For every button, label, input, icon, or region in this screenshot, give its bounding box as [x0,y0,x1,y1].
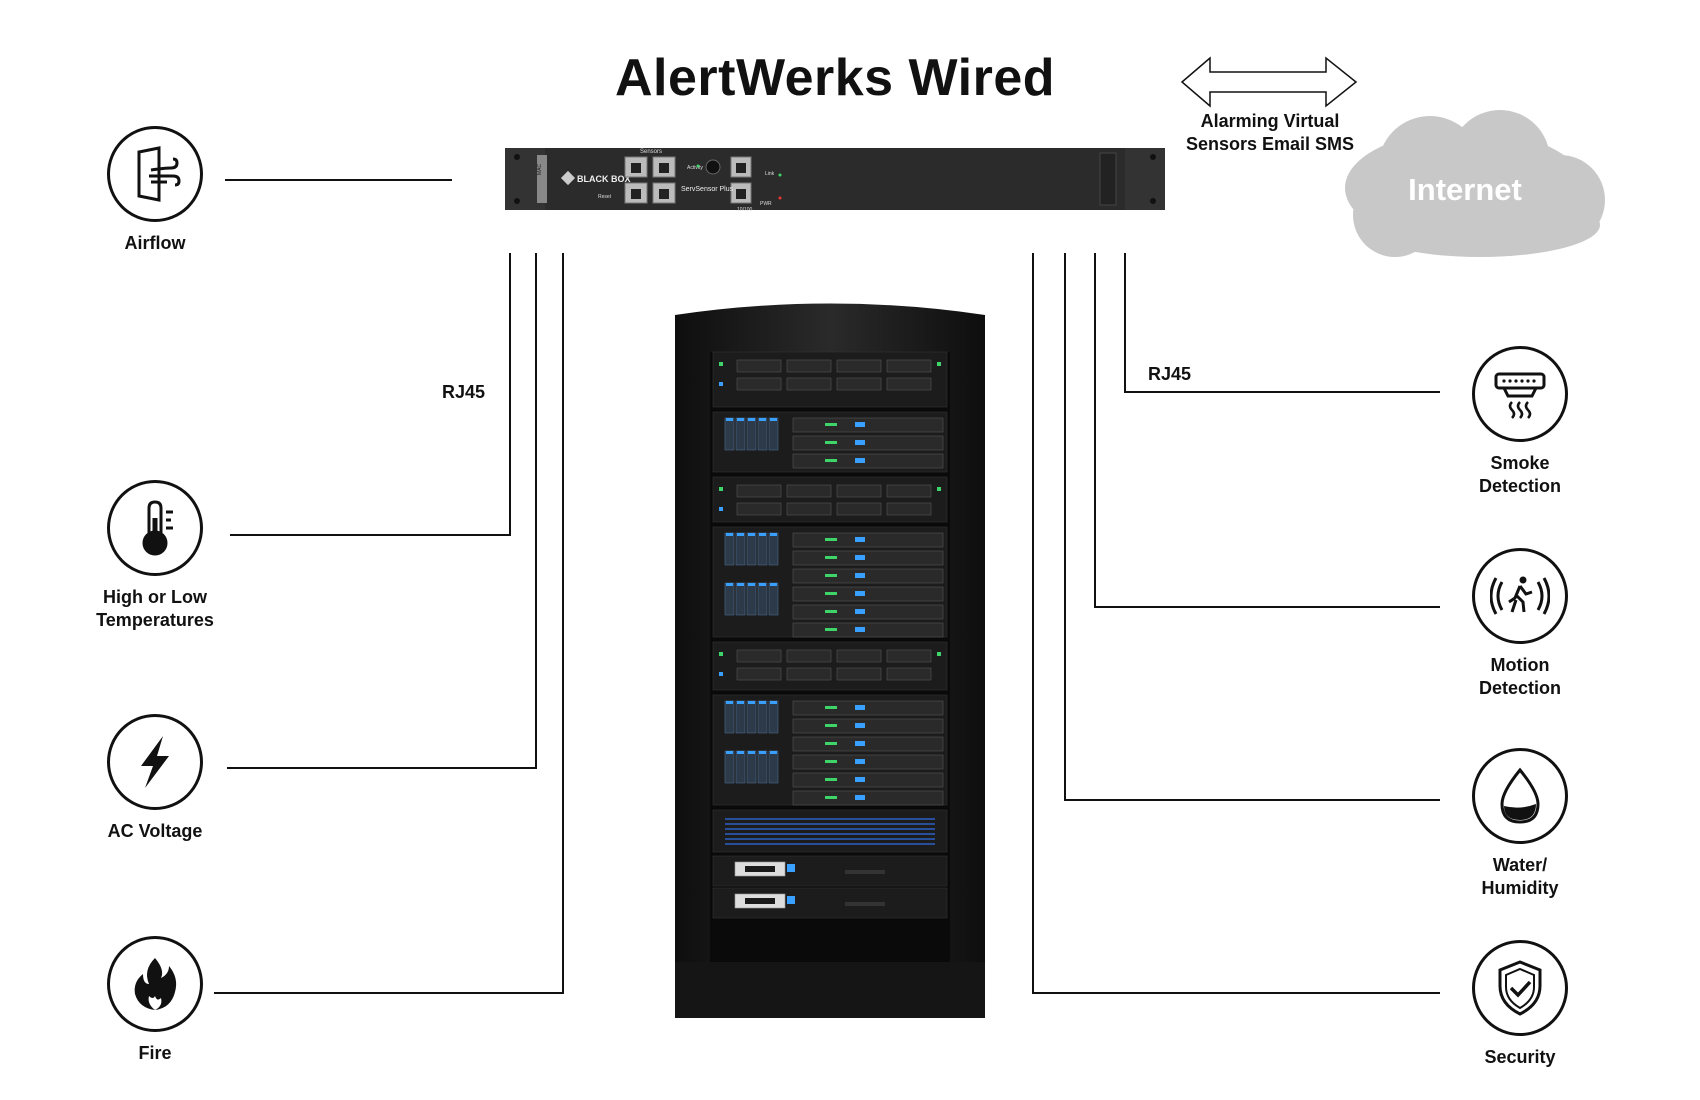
diagram-title: AlertWerks Wired [614,49,1056,107]
sensor-ac-voltage: AC Voltage [70,714,240,843]
smoke-detector-icon [1472,346,1568,442]
device-brand: BLACK BOX [577,174,631,184]
shield-check-icon [1472,940,1568,1036]
sensor-label: Smoke Detection [1478,453,1561,496]
sensor-security: Security [1435,940,1605,1069]
sensor-smoke: Smoke Detection [1435,346,1605,498]
sensor-label: Water/ Humidity [1481,855,1559,898]
sensor-fire: Fire [70,936,240,1065]
sensor-motion: Motion Detection [1435,548,1605,700]
motion-icon [1472,548,1568,644]
device-model: ServSensor Plus [681,186,734,193]
lightning-icon [107,714,203,810]
server-rack [675,303,985,1018]
bidirectional-arrow [1180,56,1358,108]
water-drop-icon [1472,748,1568,844]
device-link: Link [765,171,775,177]
servsensor-device: BLACK BOX Sensors Reset Activity ServSen… [505,148,1165,213]
sensor-label: High or Low Temperatures [96,587,214,630]
sensor-label: AC Voltage [107,821,203,841]
sensor-water: Water/ Humidity [1435,748,1605,900]
sensor-label: Airflow [124,233,186,253]
sensor-temperature: High or Low Temperatures [70,480,240,632]
device-port-group: Sensors [640,149,662,155]
thermometer-icon [107,480,203,576]
internet-cloud [1345,110,1605,257]
rj45-label-right: RJ45 [1148,364,1192,384]
sensor-label: Motion Detection [1478,655,1561,698]
rj45-label-left: RJ45 [442,382,486,402]
sensor-label: Fire [138,1043,172,1063]
device-mac: MAC [537,164,543,176]
device-lan: 10/100 [737,207,753,213]
sensor-airflow: Airflow [70,126,240,255]
fire-icon [107,936,203,1032]
device-activity: Activity [687,165,703,171]
alarm-description: Alarming Virtual Sensors Email SMS [1185,111,1355,154]
sensor-label: Security [1484,1047,1556,1067]
internet-label: Internet [1408,172,1522,207]
device-reset: Reset [598,194,612,200]
airflow-icon [107,126,203,222]
device-pwr: PWR [760,201,772,207]
